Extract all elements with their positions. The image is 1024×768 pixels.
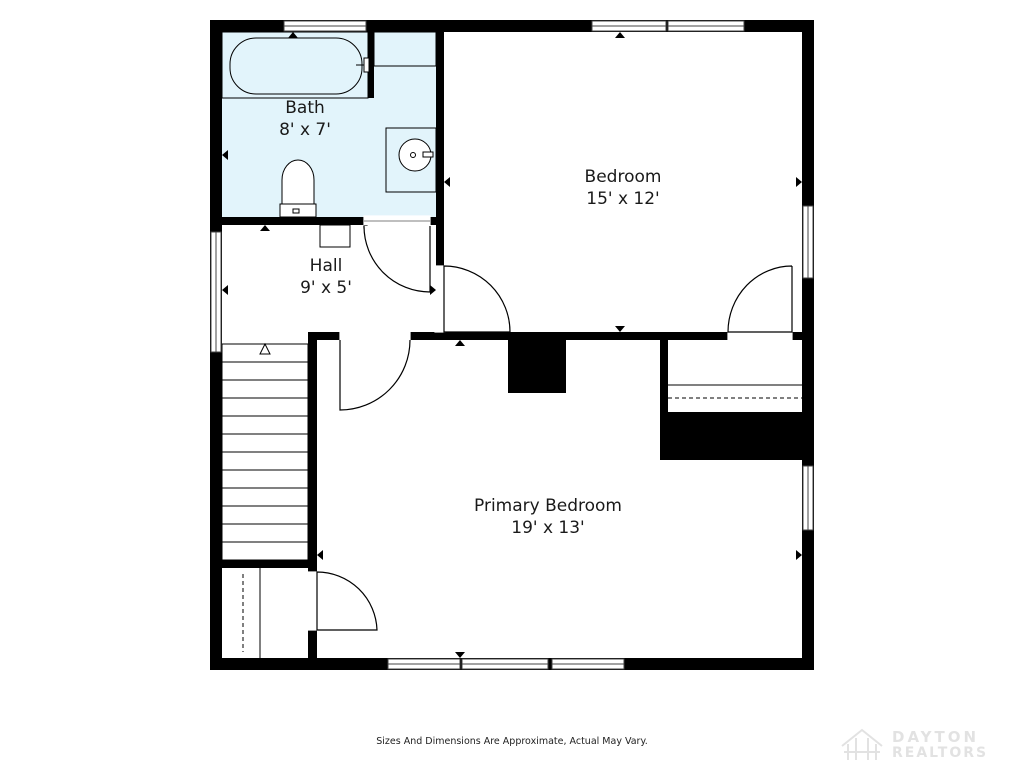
wall-markers xyxy=(222,32,802,658)
hall-size: 9' x 5' xyxy=(300,278,352,298)
watermark-line2: REALTORS xyxy=(892,745,989,761)
staircase xyxy=(221,342,309,561)
toilet xyxy=(281,159,315,207)
dimensions-disclaimer: Sizes And Dimensions Are Approximate, Ac… xyxy=(376,736,648,747)
watermark-line1: DAYTON xyxy=(892,728,980,746)
hall-name: Hall xyxy=(310,256,343,276)
watermark-logo-icon xyxy=(841,728,883,760)
bedroom-name: Bedroom xyxy=(585,167,662,187)
bath-fixtures xyxy=(221,31,437,248)
hall-closet-box xyxy=(319,224,351,248)
bedroom-size: 15' x 12' xyxy=(586,189,659,209)
bath-name: Bath xyxy=(285,98,325,118)
interior-walls xyxy=(222,32,814,670)
bath-size: 8' x 7' xyxy=(279,120,331,140)
realtor-watermark: DAYTON REALTORS xyxy=(838,724,1024,764)
primary-bedroom-size: 19' x 13' xyxy=(511,518,584,538)
doors xyxy=(306,215,793,631)
closet-details xyxy=(242,31,802,658)
primary-bedroom-name: Primary Bedroom xyxy=(474,496,622,516)
